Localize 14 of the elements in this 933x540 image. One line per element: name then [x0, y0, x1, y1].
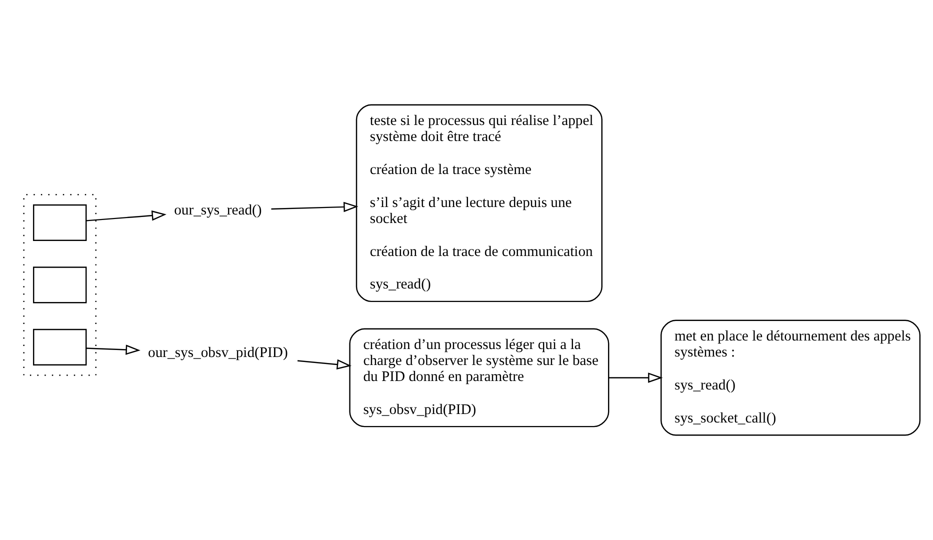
cluster [22, 194, 96, 376]
arrow [608, 372, 662, 383]
arrow [296, 359, 352, 370]
node-box [32, 328, 86, 366]
node-box [32, 204, 86, 241]
arrow [270, 202, 358, 212]
node-box: teste si le processus qui réalise l’appel système doit être tracé création de la trace système s’il s’agit d’une lecture depuis une socket création de la trace de communication sys_read() [355, 104, 602, 302]
node-box: met en place le détournement des appels systèmes : sys_read() sys_socket_call() [660, 320, 920, 436]
node-box [32, 266, 86, 304]
node-box: création d’un processus léger qui a la charge d’observer le système sur le base du PID donné en paramètre sys_obsv_pid(PID) [348, 328, 609, 428]
node-text: our_sys_obsv_pid(PID) [148, 345, 288, 362]
node-text: our_sys_read() [174, 202, 262, 218]
arrow [86, 344, 140, 355]
arrow [86, 210, 166, 222]
